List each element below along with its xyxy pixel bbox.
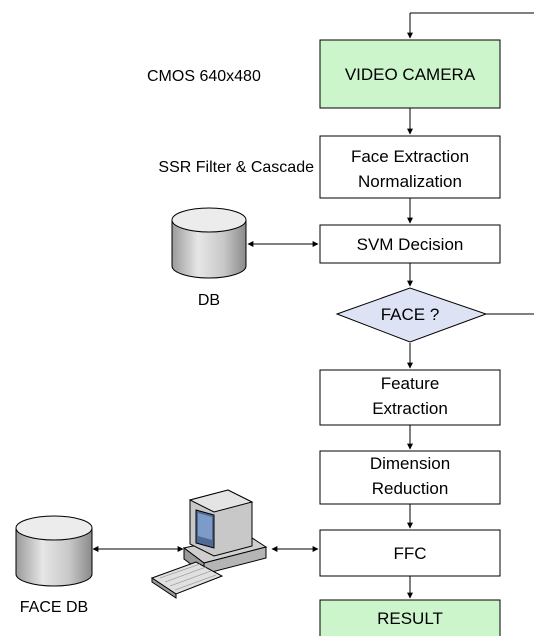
result-node: RESULT [319, 599, 501, 636]
result-label: RESULT [377, 609, 443, 628]
db-label: DB [198, 292, 220, 309]
face-decision-node: FACE ? [335, 287, 488, 343]
extraction-method-label: SSR Filter & Cascade [158, 159, 314, 176]
svm-decision-node: SVM Decision [319, 224, 501, 264]
face-decision-label: FACE ? [381, 305, 440, 324]
feedback-loop [407, 12, 534, 315]
ffc-node: FFC [319, 529, 501, 577]
svm-decision-label: SVM Decision [357, 235, 464, 254]
face-extraction-node: Face Extraction Normalization [319, 135, 501, 199]
video-camera-node: VIDEO CAMERA [319, 39, 501, 109]
dimension-reduction-label-line2: Reduction [372, 479, 449, 498]
video-camera-label: VIDEO CAMERA [345, 65, 476, 84]
face-extraction-label-line2: Normalization [358, 172, 462, 191]
database-icon [15, 515, 93, 587]
face-db-label: FACE DB [20, 599, 88, 616]
camera-sensor-label: CMOS 640x480 [147, 68, 261, 85]
face-extraction-label-line1: Face Extraction [351, 147, 469, 166]
ffc-label: FFC [393, 544, 426, 563]
dimension-reduction-label-line1: Dimension [370, 454, 450, 473]
dimension-reduction-node: Dimension Reduction [319, 450, 501, 505]
feature-extraction-node: Feature Extraction [319, 369, 501, 426]
database-icon [171, 207, 247, 279]
feature-extraction-label-line1: Feature [381, 374, 440, 393]
bidirectional-arrows [92, 241, 319, 552]
computer-workstation-icon [150, 489, 268, 599]
feature-extraction-label-line2: Extraction [372, 399, 448, 418]
